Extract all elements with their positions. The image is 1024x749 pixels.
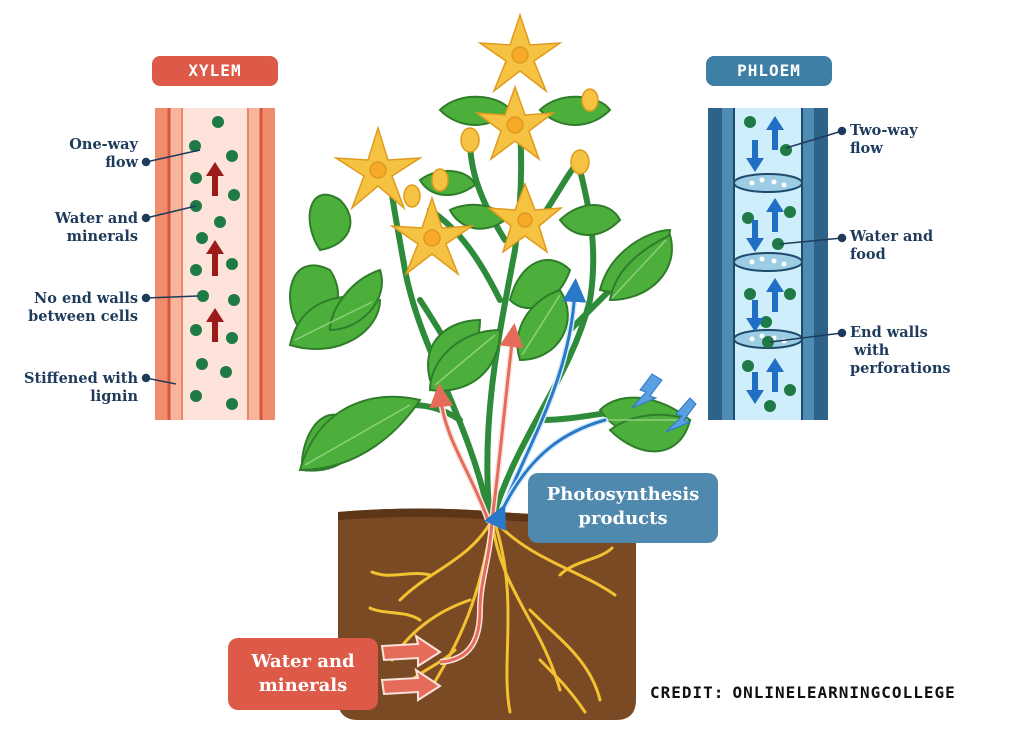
phloem-flow-arrows xyxy=(484,278,608,531)
phloem-particles xyxy=(742,116,796,412)
phloem-leader-lines xyxy=(769,126,847,343)
credit-line: CREDIT: ONLINELEARNINGCOLLEGE xyxy=(650,683,964,702)
credit-prefix: CREDIT: xyxy=(650,683,725,702)
sunlight-arrows xyxy=(631,373,697,433)
xylem-title: XYLEM xyxy=(152,56,278,86)
credit-source: ONLINELEARNINGCOLLEGE xyxy=(732,683,956,702)
xylem-leader-lines xyxy=(141,149,201,385)
water-intake-arrows xyxy=(380,633,442,702)
plant-flowers xyxy=(333,12,599,277)
xylem-particles xyxy=(189,116,240,410)
photosynthesis-products-callout: Photosynthesis products xyxy=(528,473,718,543)
xylem-upward-arrows xyxy=(206,162,224,342)
phloem-two-way-arrows xyxy=(746,116,784,404)
xylem-flow-arrows xyxy=(429,323,524,523)
water-minerals-callout: Water and minerals xyxy=(228,638,378,710)
phloem-title: PHLOEM xyxy=(706,56,832,86)
